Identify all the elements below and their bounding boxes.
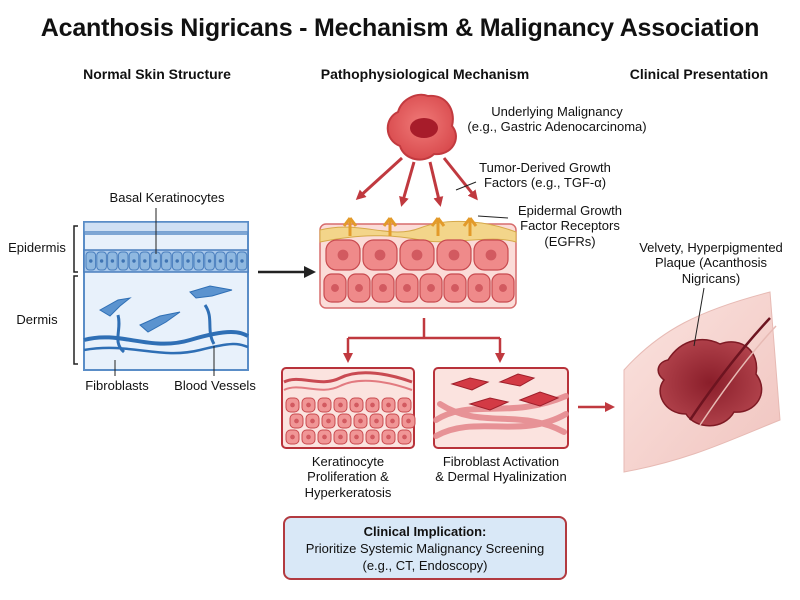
cell-nucleus [153,259,158,263]
fibroblast-activation-panel [433,367,569,449]
cell-nucleus [354,434,359,440]
cell-nucleus [386,402,391,408]
cell-nucleus [197,259,201,263]
cell-nucleus [374,249,386,261]
cell-nucleus [355,284,363,292]
cell-nucleus [342,418,347,424]
cell-nucleus [322,402,327,408]
label-fibroblasts: Fibroblasts [85,378,149,393]
column-title-mechanism: Pathophysiological Mechanism [320,66,530,82]
cell-nucleus [89,259,93,263]
hyperplastic-epidermis [319,217,517,309]
cell-nucleus [186,259,190,263]
cell-nucleus [338,402,343,408]
cell-nucleus [451,284,459,292]
cell-nucleus [175,259,179,263]
page-title: Acanthosis Nigricans - Mechanism & Malig… [40,14,760,42]
label-fibroblast-activation: Fibroblast Activation & Dermal Hyaliniza… [435,454,567,485]
implication-heading: Clinical Implication: [363,524,487,539]
fibroblast-cells [99,285,233,333]
cell-nucleus [164,259,169,263]
cell-nucleus [337,249,349,261]
cell-nucleus [306,434,311,440]
cell-nucleus [370,402,375,408]
cell-nucleus [326,418,331,424]
clinical-implication-box: Clinical Implication: Prioritize Systemi… [283,516,567,580]
cell-nucleus [402,434,407,440]
cell-nucleus [143,259,147,263]
cell-nucleus [121,259,125,263]
cell-nucleus [390,418,395,424]
label-egfr: Epidermal Growth Factor Receptors (EGFRs… [517,203,623,249]
blood-vessel [83,342,249,355]
cell-nucleus [358,418,363,424]
cell-nucleus [110,259,115,263]
blood-vessel [83,330,249,346]
cell-nucleus [427,284,435,292]
label-growth-factors: Tumor-Derived Growth Factors (e.g., TGF-… [479,160,611,191]
label-underlying-malignancy: Underlying Malignancy (e.g., Gastric Ade… [467,104,647,135]
cell-nucleus [229,259,233,263]
implication-line-2: (e.g., CT, Endoscopy) [362,558,488,573]
plaque-illustration [623,287,781,473]
activated-fibroblasts [450,373,560,411]
cell-nucleus [411,249,423,261]
cell-nucleus [370,434,375,440]
label-blood-vessels: Blood Vessels [174,378,256,393]
cell-nucleus [331,284,339,292]
cell-nucleus [402,402,407,408]
cell-nucleus [306,402,311,408]
branch-arrows [343,318,505,363]
cell-nucleus [207,259,212,263]
cell-nucleus [99,259,104,263]
column-title-clinical: Clinical Presentation [629,66,769,82]
cell-nucleus [448,249,460,261]
cell-nucleus [132,259,136,263]
cell-nucleus [475,284,483,292]
cell-nucleus [294,418,299,424]
label-epidermis: Epidermis [8,240,66,255]
cell-nucleus [406,418,411,424]
label-dermis: Dermis [16,312,58,327]
normal-skin-diagram [73,208,249,376]
label-plaque: Velvety, Hyperpigmented Plaque (Acanthos… [639,240,783,286]
cell-nucleus [338,434,343,440]
cell-nucleus [379,284,387,292]
keratinocyte-proliferation-panel [281,367,416,449]
cell-nucleus [499,284,507,292]
cell-nucleus [403,284,411,292]
label-keratinocyte-proliferation: Keratinocyte Proliferation & Hyperkerato… [304,454,392,500]
cell-nucleus [322,434,327,440]
column-title-normal: Normal Skin Structure [83,66,231,82]
cell-nucleus [240,259,244,263]
cell-nucleus [374,418,379,424]
cell-nucleus [386,434,391,440]
cell-nucleus [218,259,223,263]
basal-keratinocyte-cells [85,251,248,271]
cell-nucleus [310,418,315,424]
cell-nucleus [290,434,295,440]
growth-factor-arrows [355,156,478,207]
cell-nucleus [290,402,295,408]
tumor-cell [386,93,457,161]
cell-nucleus [354,402,359,408]
implication-line-1: Prioritize Systemic Malignancy Screening [305,541,545,556]
egfr-receptors [342,217,478,236]
label-basal-keratinocytes: Basal Keratinocytes [109,190,225,205]
cell-nucleus [485,249,497,261]
